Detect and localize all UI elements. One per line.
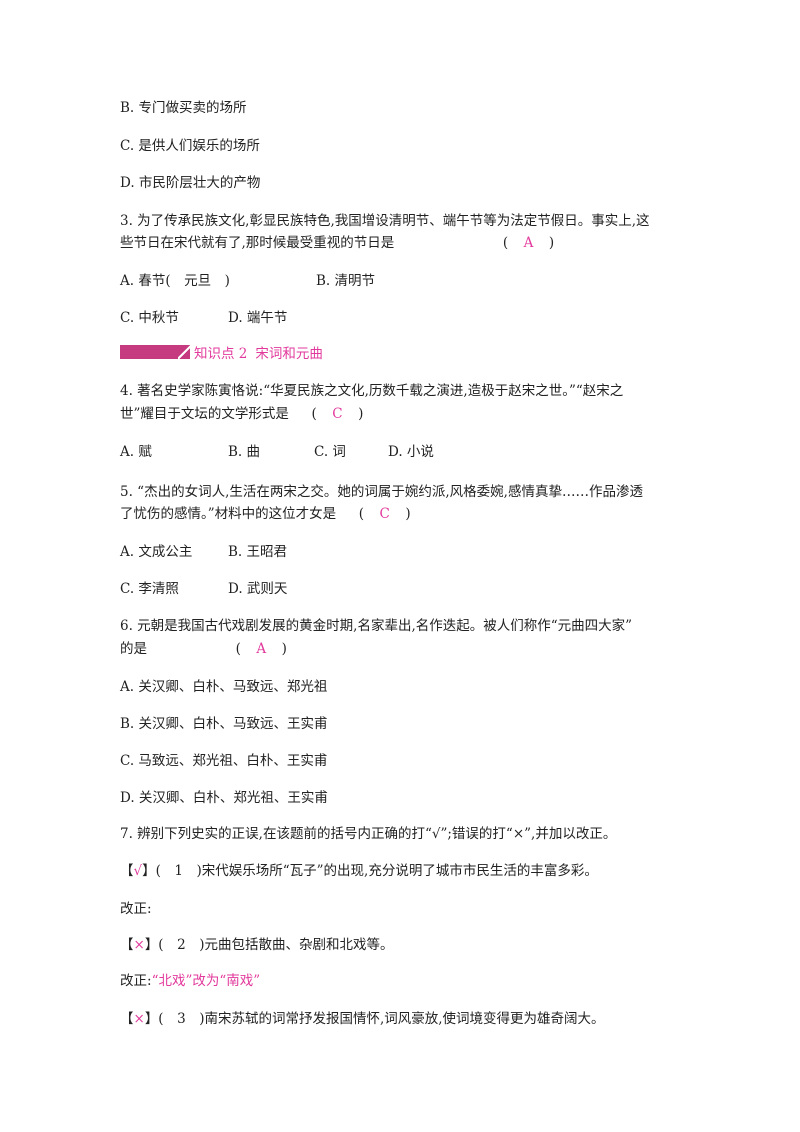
q7-item-1-correction: 改正: [120, 899, 152, 919]
q6-stem-line1: 6. 元朝是我国古代戏剧发展的黄金时期,名家辈出,名作迭起。被人们称作“元曲四大… [120, 618, 633, 634]
q6-stem-line2: 的是 ( A ) [120, 641, 288, 657]
q7-item-3-number: 3 [177, 1011, 186, 1027]
q2-option-d: D. 市民阶层壮大的产物 [120, 175, 261, 191]
q7-item-2-correction-label: 改正: [120, 973, 152, 989]
q2-option-b: B. 专门做买卖的场所 [120, 100, 247, 116]
q7-stem: 7. 辨别下列史实的正误,在该题前的括号内正确的打“√”;错误的打“×”,并加以… [120, 826, 617, 842]
q4-stem-line2: 世”耀目于文坛的文学形式是 ( C ) [120, 406, 365, 422]
section-header: 知识点 2 宋词和元曲 [120, 342, 331, 362]
q4-answer: C [332, 406, 344, 422]
q7-item-3-mark: × [133, 1011, 145, 1027]
q5-answer: C [379, 506, 391, 522]
q7-item-2-text: )元曲包括散曲、杂剧和北戏等。 [199, 937, 394, 953]
q3-answer: A [523, 235, 535, 251]
q5-stem-line2: 了忧伤的感情。”材料中的这位才女是 ( C ) [120, 506, 412, 522]
q4-option-c: C. 词 [314, 444, 346, 460]
q4-option-d: D. 小说 [388, 444, 434, 460]
q7-item-1: 【√】( 1 )宋代娱乐场所“瓦子”的出现,充分说明了城市市民生活的丰富多彩。 [120, 863, 598, 879]
q2-option-c: C. 是供人们娱乐的场所 [120, 138, 260, 154]
q7-item-2-correction-text: “北戏”改为“南戏” [151, 973, 261, 989]
section-title: 宋词和元曲 [255, 346, 323, 362]
q6-option-b: B. 关汉卿、白朴、马致远、王实甫 [120, 716, 328, 732]
q3-option-c: C. 中秋节 [120, 310, 179, 326]
q5-option-a: A. 文成公主 [120, 544, 193, 560]
q3-stem-line1: 3. 为了传承民族文化,彰显民族特色,我国增设清明节、端午节等为法定节假日。事实… [120, 213, 650, 229]
q4-options: A. 赋 B. 曲 C. 词 D. 小说 [120, 442, 434, 462]
q7-item-3-text: )南宋苏轼的词常抒发报国情怀,词风豪放,使词境变得更为雄奇阔大。 [199, 1011, 605, 1027]
q3-options-row2: C. 中秋节 D. 端午节 [120, 308, 287, 328]
section-label: 知识点 2 [194, 346, 248, 362]
q6-option-d: D. 关汉卿、白朴、郑光祖、王实甫 [120, 790, 328, 806]
q5-stem-line1: 5. “杰出的女词人,生活在两宋之交。她的词属于婉约派,风格委婉,感情真挚……作… [120, 484, 643, 500]
q6-option-a: A. 关汉卿、白朴、马致远、郑光祖 [120, 679, 328, 695]
section-bar-decoration [120, 345, 190, 359]
q7-item-1-mark: √ [133, 863, 143, 879]
q5-option-c: C. 李清照 [120, 581, 179, 597]
q7-item-1-correction-label: 改正: [120, 901, 152, 917]
q4-stem-line1: 4. 著名史学家陈寅恪说:“华夏民族之文化,历数千载之演进,造极于赵宋之世。”“… [120, 383, 624, 399]
q4-option-b: B. 曲 [228, 444, 261, 460]
q4-option-a: A. 赋 [120, 444, 152, 460]
q7-item-1-number: 1 [174, 863, 183, 879]
q5-options-row1: A. 文成公主 B. 王昭君 [120, 542, 287, 562]
q6-answer: A [256, 641, 268, 657]
q5-options-row2: C. 李清照 D. 武则天 [120, 579, 287, 599]
q3-option-b: B. 清明节 [316, 273, 376, 289]
q7-item-3: 【×】( 3 )南宋苏轼的词常抒发报国情怀,词风豪放,使词境变得更为雄奇阔大。 [120, 1011, 605, 1027]
q3-stem-line2: 些节日在宋代就有了,那时候最受重视的节日是 ( A ) [120, 235, 556, 251]
q3-option-d: D. 端午节 [228, 310, 288, 326]
q5-option-d: D. 武则天 [228, 581, 288, 597]
q7-item-2-number: 2 [177, 937, 186, 953]
q7-item-1-text: )宋代娱乐场所“瓦子”的出现,充分说明了城市市民生活的丰富多彩。 [196, 863, 598, 879]
q3-option-a: A. 春节( 元旦 ) [120, 273, 230, 289]
q3-options-row1: A. 春节( 元旦 ) B. 清明节 [120, 271, 375, 291]
q6-option-c: C. 马致远、郑光祖、白朴、王实甫 [120, 753, 328, 769]
q5-option-b: B. 王昭君 [228, 544, 288, 560]
q7-item-2-correction: 改正:“北戏”改为“南戏” [120, 971, 260, 991]
q7-item-2-mark: × [133, 937, 145, 953]
q7-item-2: 【×】( 2 )元曲包括散曲、杂剧和北戏等。 [120, 937, 394, 953]
